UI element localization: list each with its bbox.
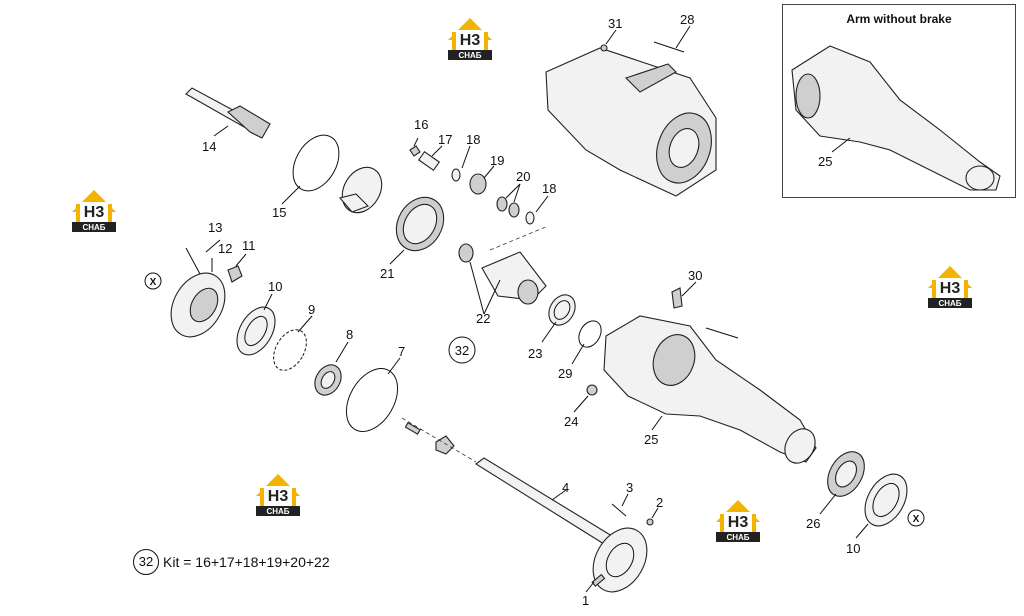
callout-1: 1 xyxy=(582,593,589,608)
watermark-logo: Н3 СНАБ xyxy=(72,190,116,232)
kit-number-circle: 32 xyxy=(133,549,159,575)
part-planet-carrier-22 xyxy=(458,243,547,305)
part-gasket-7 xyxy=(345,368,399,432)
callout-12: 12 xyxy=(218,241,232,256)
callout-30: 30 xyxy=(688,268,702,283)
callout-18: 18 xyxy=(466,132,480,147)
watermark-logo: Н3 СНАБ xyxy=(716,500,760,542)
callout-3: 3 xyxy=(626,480,633,495)
callout-31: 31 xyxy=(608,16,622,31)
callout-11: 11 xyxy=(242,238,256,253)
svg-text:Н3: Н3 xyxy=(940,280,961,297)
callout-10: 10 xyxy=(268,279,282,294)
kit-text: Kit = 16+17+18+19+20+22 xyxy=(163,554,330,570)
part-ring-gear-21 xyxy=(395,196,445,252)
part-bearing-10-right xyxy=(864,473,908,527)
part-shaft-14 xyxy=(185,87,271,139)
part-lower-housing-25 xyxy=(586,287,817,464)
part-small-16-20 xyxy=(409,145,535,225)
svg-text:СНАБ: СНАБ xyxy=(266,507,289,516)
watermark-logo: Н3 СНАБ xyxy=(928,266,972,308)
svg-text:СНАБ: СНАБ xyxy=(726,533,749,542)
reference-marker-x: X xyxy=(144,272,162,290)
part-bearing-23 xyxy=(548,294,576,326)
callout-23: 23 xyxy=(528,346,542,361)
callout-9: 9 xyxy=(308,302,315,317)
callout-2: 2 xyxy=(656,495,663,510)
svg-text:32: 32 xyxy=(455,343,469,358)
part-hub-12 xyxy=(170,247,243,338)
svg-text:СНАБ: СНАБ xyxy=(458,51,481,60)
part-washer-9 xyxy=(273,329,307,371)
callout-24: 24 xyxy=(564,414,578,429)
inset-arm-drawing xyxy=(791,45,1001,191)
callout-25: 25 xyxy=(818,154,832,169)
callout-28: 28 xyxy=(680,12,694,27)
callout-14: 14 xyxy=(202,139,216,154)
watermark-logo: Н3 СНАБ xyxy=(256,474,300,516)
svg-text:Н3: Н3 xyxy=(84,204,105,221)
part-carrier xyxy=(339,166,383,214)
part-axle-shaft-4 xyxy=(475,457,648,593)
callout-10: 10 xyxy=(846,541,860,556)
callout-13: 13 xyxy=(208,220,222,235)
callout-20: 20 xyxy=(516,169,530,184)
assembly-axis xyxy=(401,225,549,463)
svg-text:X: X xyxy=(913,514,920,525)
callout-25: 25 xyxy=(644,432,658,447)
svg-text:Н3: Н3 xyxy=(728,514,749,531)
leader-lines xyxy=(205,25,869,593)
callout-4: 4 xyxy=(562,480,569,495)
part-seal-26 xyxy=(827,451,865,497)
callout-labels: 14 15 13 12 11 10 9 8 7 21 16 17 18 19 2… xyxy=(202,12,860,608)
svg-text:СНАБ: СНАБ xyxy=(938,299,961,308)
part-nut-8 xyxy=(314,364,342,396)
circled-callout-32: 32 xyxy=(448,336,476,364)
part-oring-29 xyxy=(578,320,602,348)
callout-17: 17 xyxy=(438,132,452,147)
part-fittings xyxy=(404,422,455,455)
inset-title: Arm without brake xyxy=(846,12,952,26)
callout-26: 26 xyxy=(806,516,820,531)
callout-29: 29 xyxy=(558,366,572,381)
callout-8: 8 xyxy=(346,327,353,342)
callout-15: 15 xyxy=(272,205,286,220)
svg-text:Н3: Н3 xyxy=(268,488,289,505)
reference-marker-x: X xyxy=(907,509,925,527)
part-small-1-3 xyxy=(591,503,654,587)
svg-text:Н3: Н3 xyxy=(460,32,481,49)
callout-16: 16 xyxy=(414,117,428,132)
callout-22: 22 xyxy=(476,311,490,326)
svg-text:X: X xyxy=(150,277,157,288)
callout-21: 21 xyxy=(380,266,394,281)
part-circlip-15 xyxy=(292,134,340,192)
inset-frame xyxy=(782,4,1016,198)
kit-note: 32 Kit = 16+17+18+19+20+22 xyxy=(133,548,330,576)
callout-18: 18 xyxy=(542,181,556,196)
watermark-logo: Н3 СНАБ xyxy=(448,18,492,60)
svg-text:СНАБ: СНАБ xyxy=(82,223,105,232)
callout-7: 7 xyxy=(398,344,405,359)
callout-19: 19 xyxy=(490,153,504,168)
part-upper-housing xyxy=(545,41,717,197)
part-bearing-10 xyxy=(236,306,276,356)
